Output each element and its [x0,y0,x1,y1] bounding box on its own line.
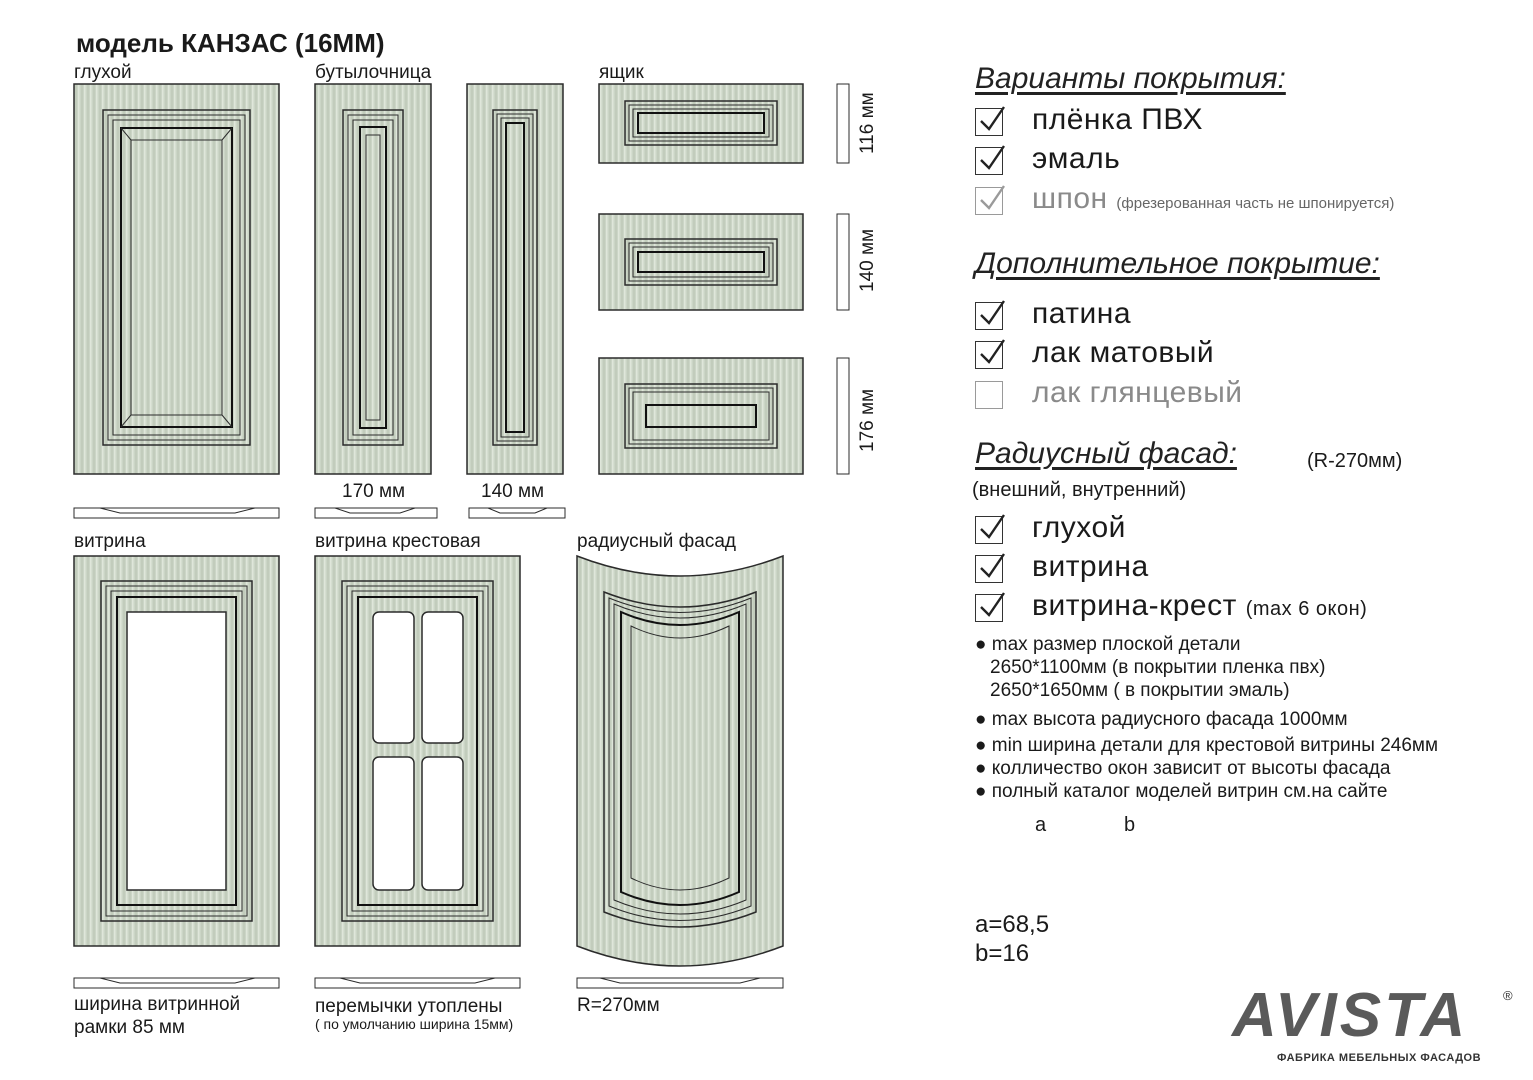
checkbox-gloss-lacquer[interactable] [975,381,1003,409]
brand-logo: AVISTA [1232,981,1469,1050]
dim-bars [836,83,850,475]
radius-cross-note: (max 6 окон) [1245,598,1368,620]
coating-option-veneer: шпон (фрезерованная часть не шпонируется… [1032,182,1394,216]
check-icon [980,339,1005,364]
checkbox-pvc[interactable] [975,106,1005,136]
note-text: колличество окон зависит от высоты фасад… [991,758,1391,779]
extra-option-patina: патина [1032,297,1132,330]
profile-value-a: a=68,5 [975,911,1050,938]
registered-mark: ® [1503,988,1513,1003]
radius-option-solid: глухой [1032,511,1126,544]
checkbox-veneer[interactable] [975,185,1005,215]
check-icon [980,185,1005,210]
check-icon [980,592,1005,617]
checkbox-radius-vitrina[interactable] [975,553,1005,583]
coating-option-enamel: эмаль [1032,142,1121,175]
profile-value-b: b=16 [975,940,1030,967]
note-window-count: ● колличество окон зависит от высоты фас… [975,758,1391,779]
dim-170: 170 мм [342,481,406,502]
radius-option-vitrina: витрина [1032,550,1149,583]
veneer-note: (фрезерованная часть не шпонируется) [1116,195,1395,212]
radius-heading: Радиусный фасад: [975,437,1237,470]
dim-176: 176 мм [857,388,878,452]
coating-heading: Варианты покрытия: [975,62,1286,95]
facade-drawings [73,83,850,989]
profile-label-a: a [1035,814,1047,836]
note-text: max размер плоской детали [991,634,1241,655]
note-catalog: ● полный каталог моделей витрин см.на са… [975,781,1388,802]
caption-radius-value: R=270мм [577,995,660,1016]
check-icon [980,300,1005,325]
facade-vitrina [73,555,280,947]
check-icon [980,145,1005,170]
facade-yashchik-116 [598,83,804,164]
checkbox-patina[interactable] [975,300,1005,330]
check-icon [980,106,1005,131]
dim-140: 140 мм [481,481,545,502]
radius-cross-label: витрина-крест [1032,589,1237,622]
model-title: модель КАНЗАС (16ММ) [76,28,385,58]
checkbox-matte-lacquer[interactable] [975,339,1005,369]
extra-option-matte-lacquer: лак матовый [1032,336,1215,369]
checkbox-radius-solid[interactable] [975,514,1005,544]
radius-option-cross: витрина-крест (max 6 окон) [1032,589,1367,623]
label-vitrina-krest: витрина крестовая [315,531,481,552]
profiles-bottom [73,977,784,989]
label-radius: радиусный фасад [577,531,737,552]
caption-frame-width-2: рамки 85 мм [74,1017,185,1038]
check-icon [980,514,1005,539]
note-text: полный каталог моделей витрин см.на сайт… [991,781,1388,802]
caption-bridges-1: перемычки утоплены [315,996,503,1017]
coating-option-pvc: плёнка ПВХ [1032,103,1204,136]
note-size-enamel: 2650*1650мм ( в покрытии эмаль) [990,680,1290,701]
facade-butylochnitsa-170 [314,83,432,475]
radius-heading-note: (R-270мм) [1307,450,1403,472]
label-butylochnitsa: бутылочница [315,62,432,83]
facade-yashchik-140 [598,213,804,311]
profiles-top [73,507,566,519]
radius-sub: (внешний, внутренний) [972,479,1187,501]
facade-butylochnitsa-140 [466,83,564,475]
note-max-height: ● max высота радиусного фасада 1000мм [975,709,1348,730]
note-max-size: ● max размер плоской детали [975,634,1241,655]
extra-coating-heading: Дополнительное покрытие: [975,247,1380,280]
facade-radius [576,554,784,967]
label-vitrina: витрина [74,531,146,552]
dim-116: 116 мм [857,92,878,154]
checkbox-enamel[interactable] [975,145,1005,175]
label-yashchik: ящик [599,62,644,83]
profile-label-b: b [1124,814,1136,836]
brand-tagline: ФАБРИКА МЕБЕЛЬНЫХ ФАСАДОВ [1277,1052,1482,1064]
facade-vitrina-krest [314,555,521,947]
caption-bridges-2: ( по умолчанию ширина 15мм) [315,1016,514,1032]
note-text: min ширина детали для крестовой витрины … [991,735,1439,756]
note-text: max высота радиусного фасада 1000мм [991,709,1348,730]
note-min-width: ● min ширина детали для крестовой витрин… [975,735,1439,756]
extra-option-gloss-lacquer: лак глянцевый [1032,376,1243,409]
label-gluhoy: глухой [74,62,132,83]
check-icon [980,553,1005,578]
dim-140-vertical: 140 мм [857,228,878,292]
checkbox-radius-cross[interactable] [975,592,1005,622]
note-size-pvc: 2650*1100мм (в покрытии пленка пвх) [990,657,1326,678]
facade-yashchik-176 [598,357,804,475]
facade-gluhoy [73,83,280,475]
caption-frame-width-1: ширина витринной [74,994,241,1015]
veneer-label: шпон [1032,182,1108,215]
